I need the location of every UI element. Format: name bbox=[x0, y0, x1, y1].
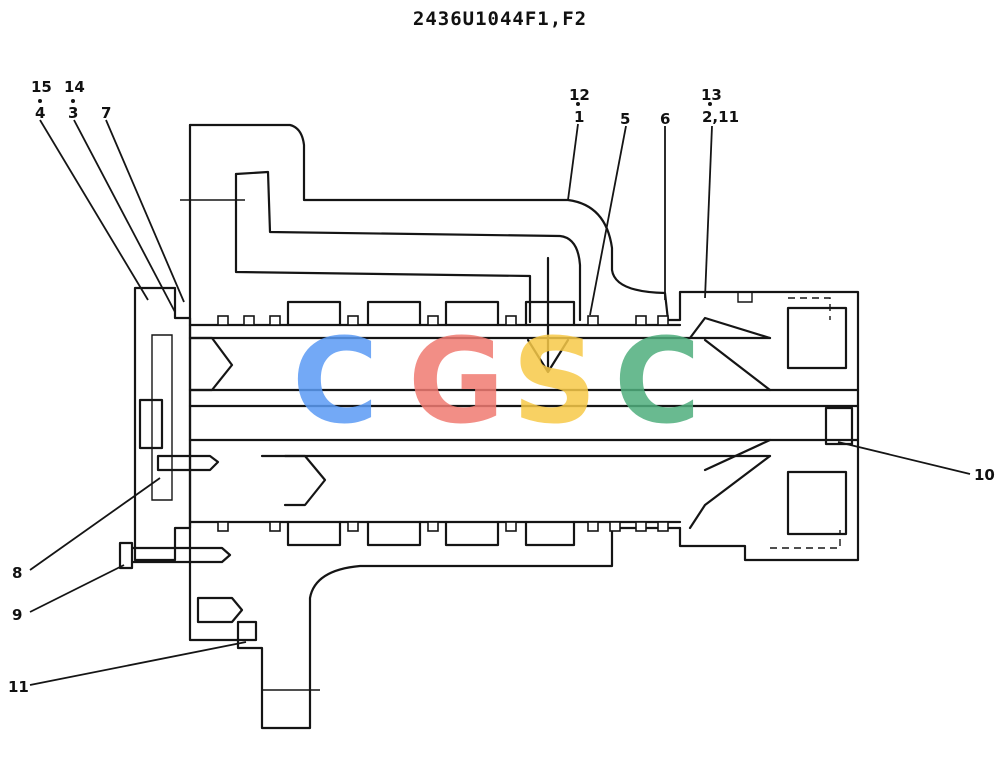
drive-shaft bbox=[188, 336, 860, 458]
callout-3: 3 bbox=[68, 104, 79, 122]
drawing-title: 2436U1044F1,F2 bbox=[412, 8, 588, 30]
leader-1 bbox=[567, 123, 579, 201]
leader-2-11 bbox=[704, 125, 713, 299]
shaft-end-insert bbox=[824, 406, 854, 446]
callout-7: 7 bbox=[101, 104, 112, 122]
port-channel-inner bbox=[234, 172, 532, 324]
watermark-letter-g: G bbox=[408, 312, 505, 450]
housing-outline-upper bbox=[188, 123, 670, 322]
seal-upper-7 bbox=[587, 315, 599, 326]
end-plate-inner bbox=[151, 334, 173, 501]
callout-4: 4 bbox=[35, 104, 46, 122]
bearing-bore-rear-lower bbox=[786, 470, 848, 536]
plug-11 bbox=[236, 620, 258, 642]
callout-13: 13 bbox=[701, 86, 722, 104]
cone-lower-right bbox=[688, 438, 772, 530]
leader-7 bbox=[105, 119, 185, 303]
leader-9 bbox=[29, 564, 125, 613]
piston-pocket-upper-3 bbox=[444, 300, 500, 327]
seal-lower-6 bbox=[587, 521, 599, 532]
seal-upper-9 bbox=[657, 315, 669, 326]
seal-upper-5 bbox=[427, 315, 439, 326]
callout-15: 15 bbox=[31, 78, 52, 96]
seal-lower-1 bbox=[217, 521, 229, 532]
piston-pocket-upper-2 bbox=[366, 300, 422, 327]
bolt-8 bbox=[156, 454, 220, 472]
callout-9: 9 bbox=[12, 606, 23, 624]
piston-lower bbox=[283, 454, 327, 507]
callout-dot-15 bbox=[38, 99, 42, 103]
end-plate-boss bbox=[138, 398, 164, 450]
bearing-bore-rear-upper bbox=[786, 306, 848, 370]
cone-upper-right bbox=[688, 316, 772, 392]
leader-8 bbox=[29, 477, 161, 571]
piston-pocket-upper-4 bbox=[524, 300, 576, 327]
seal-upper-2 bbox=[243, 315, 255, 326]
watermark-letter-s: S bbox=[512, 312, 597, 450]
seal-upper-4 bbox=[347, 315, 359, 326]
seal-upper-1 bbox=[217, 315, 229, 326]
piston-pocket-lower-2 bbox=[366, 520, 422, 547]
callout-12: 12 bbox=[569, 86, 590, 104]
rear-cap-notch bbox=[737, 292, 753, 303]
seal-lower-7 bbox=[609, 521, 621, 532]
leader-3 bbox=[73, 119, 176, 313]
bolt-9 bbox=[118, 541, 232, 570]
callout-8: 8 bbox=[12, 564, 23, 582]
callout-10: 10 bbox=[974, 466, 995, 484]
plug-lower bbox=[196, 596, 244, 624]
leader-4 bbox=[39, 119, 149, 301]
seal-lower-3 bbox=[347, 521, 359, 532]
callout-1: 1 bbox=[574, 108, 585, 126]
housing-outline-lower bbox=[188, 123, 682, 730]
leader-5 bbox=[589, 125, 627, 316]
callout-14: 14 bbox=[64, 78, 85, 96]
callout-6: 6 bbox=[660, 110, 671, 128]
seal-lower-4 bbox=[427, 521, 439, 532]
port-channel bbox=[234, 170, 582, 322]
callout-dot-12 bbox=[576, 102, 580, 106]
seal-upper-3 bbox=[269, 315, 281, 326]
leader-10 bbox=[837, 441, 971, 475]
piston-pocket-lower-1 bbox=[286, 520, 342, 547]
piston-upper bbox=[188, 336, 234, 392]
piston-pocket-upper-1 bbox=[286, 300, 342, 327]
watermark-letter-c1: C bbox=[292, 312, 379, 450]
rear-cap-hidden-line-top bbox=[788, 297, 831, 320]
callout-5: 5 bbox=[620, 110, 631, 128]
seal-lower-9 bbox=[657, 521, 669, 532]
seal-lower-8 bbox=[635, 521, 647, 532]
seal-lower-5 bbox=[505, 521, 517, 532]
seal-upper-6 bbox=[505, 315, 517, 326]
callout-dot-14 bbox=[71, 99, 75, 103]
rear-cap-outline bbox=[666, 290, 860, 562]
piston-pocket-lower-3 bbox=[444, 520, 500, 547]
seal-lower-2 bbox=[269, 521, 281, 532]
rear-cap-hidden-line-bottom bbox=[770, 530, 841, 549]
callout-dot-13 bbox=[708, 102, 712, 106]
piston-pocket-lower-4 bbox=[524, 520, 576, 547]
callout-2-11: 2,11 bbox=[702, 108, 740, 126]
callout-11: 11 bbox=[8, 678, 29, 696]
end-plate bbox=[133, 286, 192, 562]
watermark-letter-c2: C bbox=[614, 312, 701, 450]
leader-11 bbox=[29, 641, 247, 686]
flow-arrow bbox=[526, 256, 570, 374]
seal-upper-8 bbox=[635, 315, 647, 326]
